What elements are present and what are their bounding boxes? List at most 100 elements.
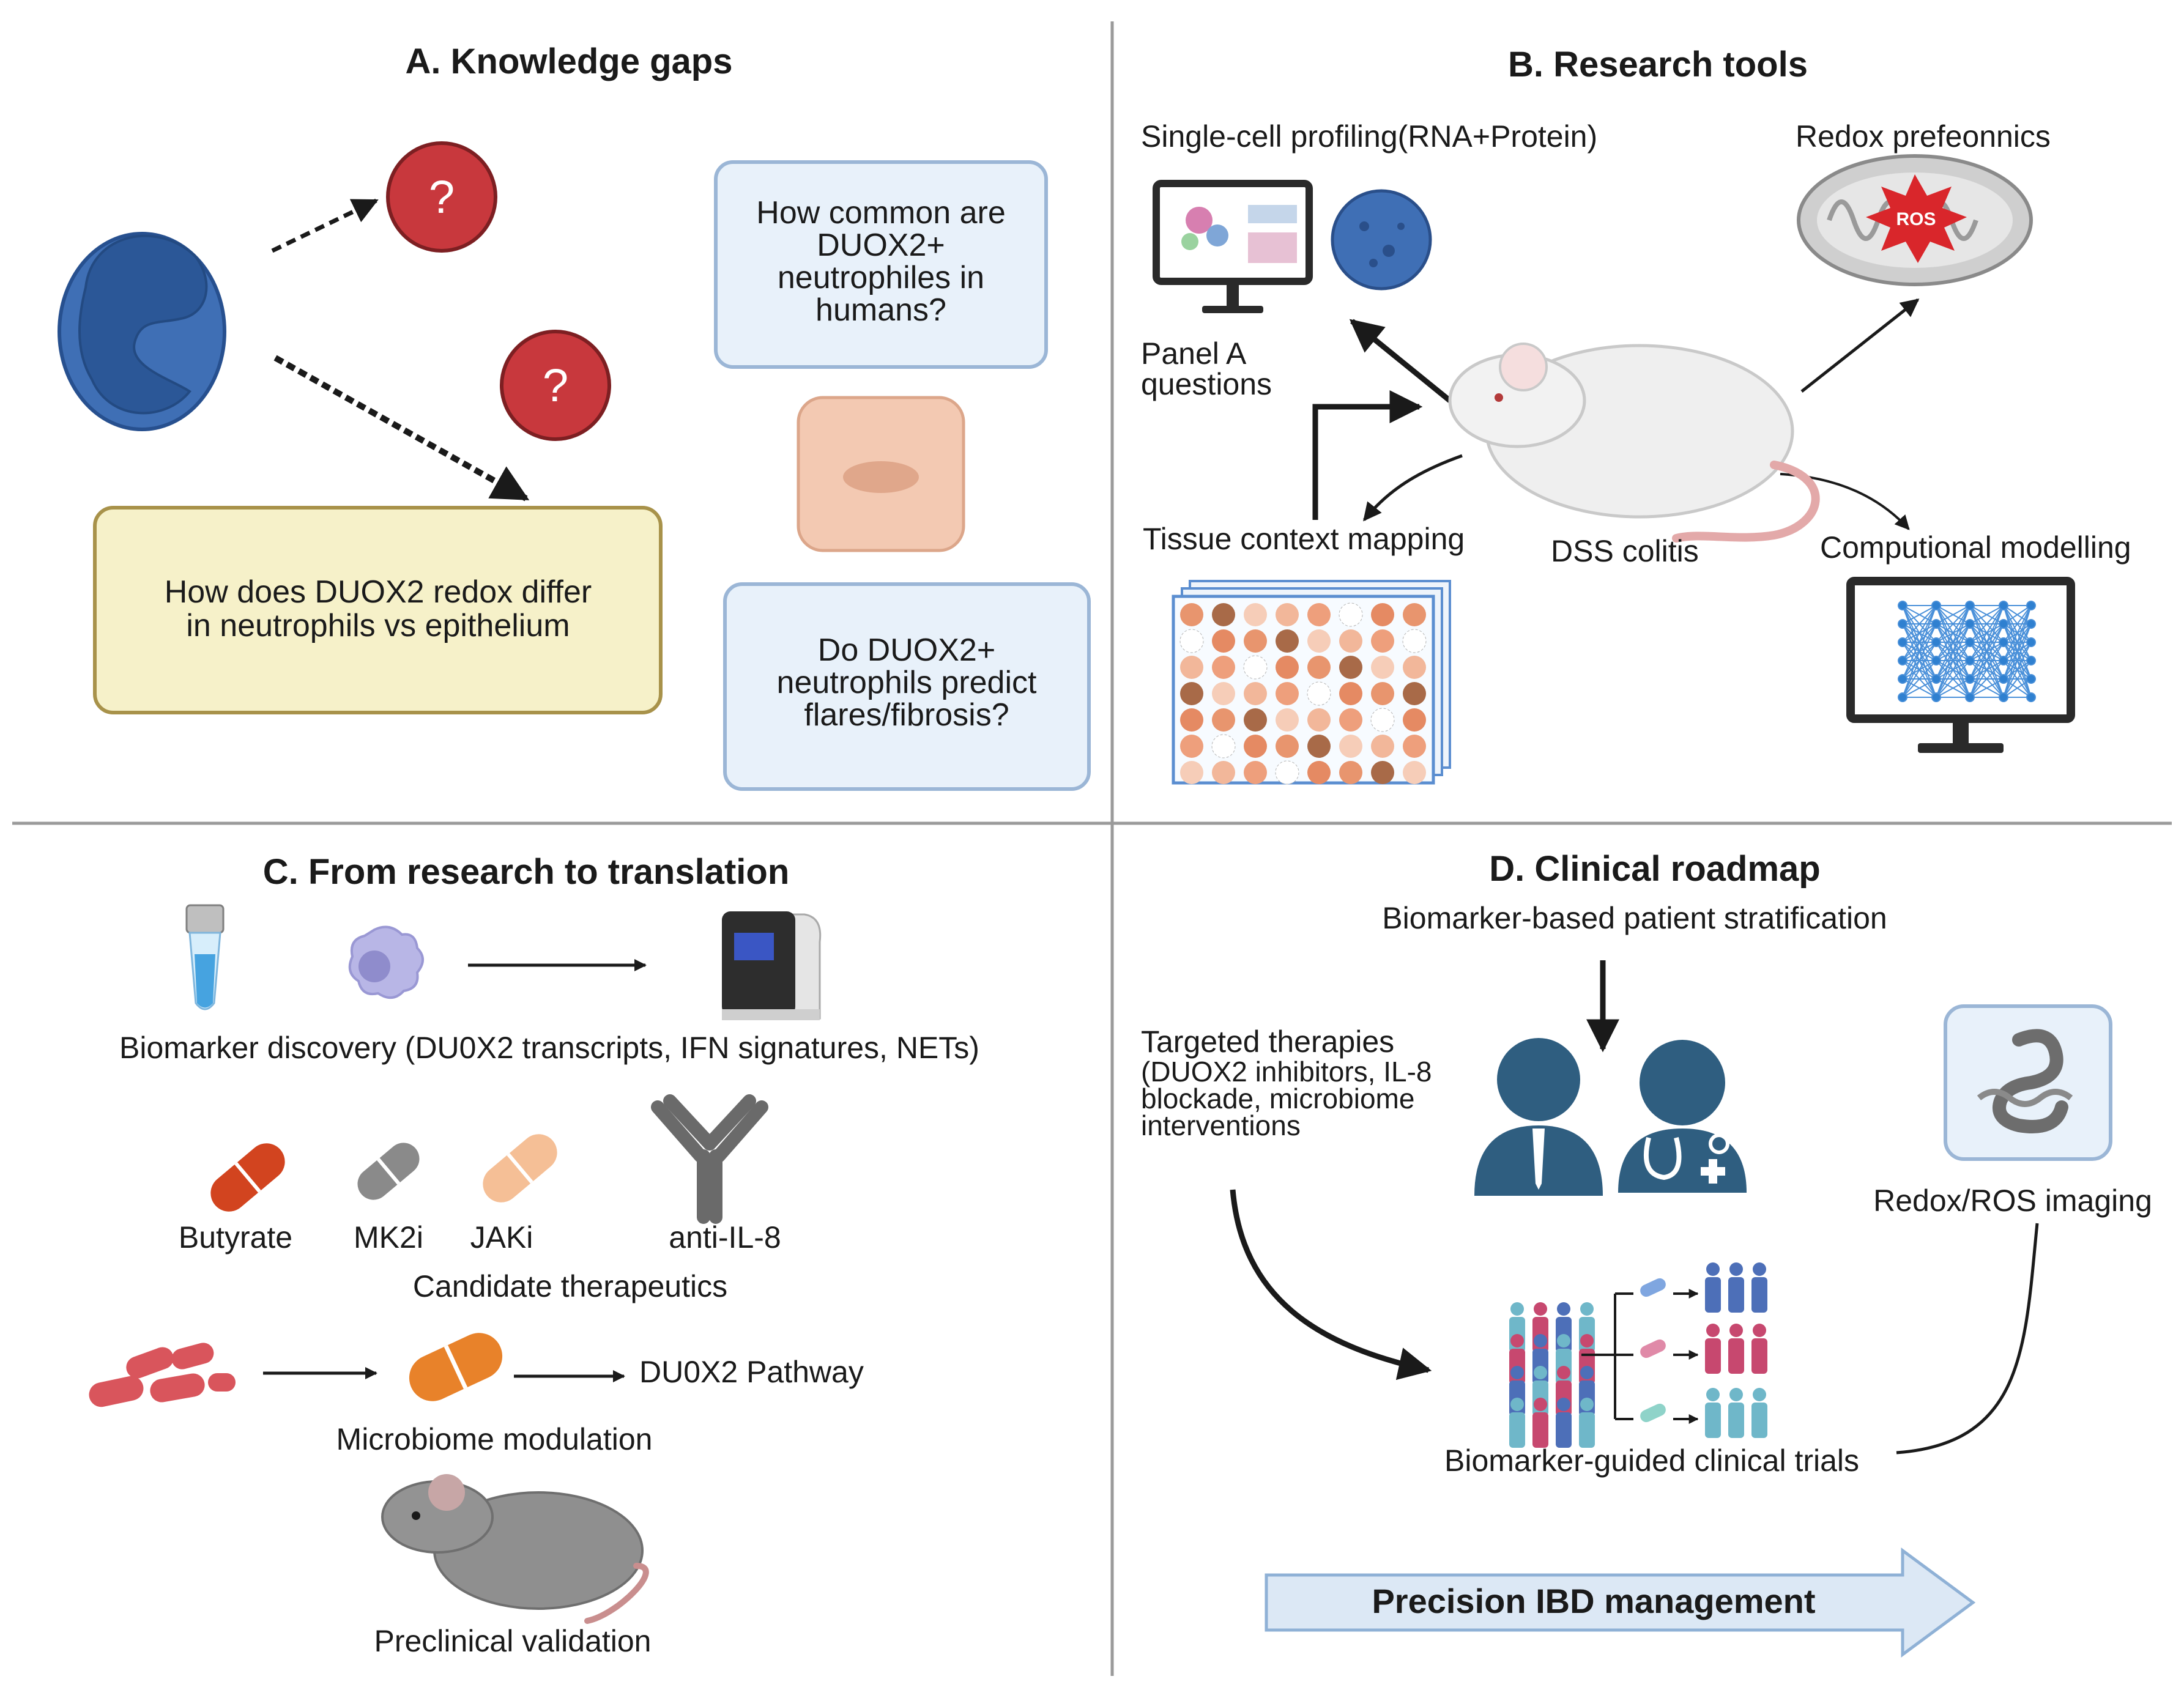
nn-node bbox=[1931, 619, 1941, 629]
nn-node bbox=[1898, 601, 1907, 610]
question-icon: ? bbox=[386, 141, 497, 253]
svg-text:How does DUOX2 redox differ: How does DUOX2 redox differ bbox=[165, 574, 592, 610]
well bbox=[1212, 603, 1235, 626]
well bbox=[1244, 682, 1267, 705]
well bbox=[1276, 603, 1299, 626]
nn-node bbox=[1898, 692, 1907, 702]
pill-icon bbox=[210, 1143, 285, 1212]
nn-edge bbox=[1969, 605, 2004, 624]
nn-edge bbox=[2003, 605, 2032, 698]
nn-node bbox=[1965, 692, 1975, 702]
svg-text:?: ? bbox=[543, 360, 568, 412]
well bbox=[1276, 656, 1299, 679]
nn-edge bbox=[1902, 605, 1937, 624]
svg-text:Do DUOX2+: Do DUOX2+ bbox=[818, 632, 995, 668]
well bbox=[1244, 735, 1267, 758]
arrow-to-tissue bbox=[1363, 454, 1463, 522]
drug-label-mk2i: MK2i bbox=[354, 1220, 423, 1255]
panel-c-title: C. From research to translation bbox=[263, 852, 790, 892]
nn-node bbox=[2026, 637, 2036, 647]
pill-icon bbox=[357, 1143, 420, 1200]
preclinical-label: Preclinical validation bbox=[374, 1624, 651, 1658]
well bbox=[1180, 708, 1203, 732]
curve-from-trials-to-imaging bbox=[1896, 1223, 2039, 1455]
well bbox=[1243, 655, 1268, 680]
cell-icon bbox=[1331, 189, 1432, 291]
well bbox=[1339, 682, 1362, 705]
svg-text:ROS: ROS bbox=[1896, 209, 1936, 229]
targeted-therapies-label: (DUOX2 inhibitors, IL-8 bbox=[1141, 1056, 1432, 1088]
nn-edge bbox=[1936, 642, 1970, 698]
person-icon bbox=[1579, 1398, 1595, 1448]
patient-icon bbox=[1474, 1038, 1603, 1196]
person-icon bbox=[1751, 1324, 1767, 1374]
well bbox=[1276, 708, 1299, 732]
person-icon bbox=[1705, 1388, 1721, 1438]
well bbox=[1212, 629, 1235, 653]
mouse-icon bbox=[381, 1474, 649, 1624]
nn-node bbox=[2026, 601, 2036, 610]
nn-edge bbox=[1936, 605, 1970, 624]
well bbox=[1403, 682, 1426, 705]
well bbox=[1402, 629, 1427, 653]
precision-arrow: Precision IBD management bbox=[1265, 1547, 1976, 1658]
person-icon bbox=[1751, 1388, 1767, 1438]
nn-node bbox=[1999, 692, 2008, 702]
person-icon bbox=[1728, 1262, 1744, 1313]
nn-edge bbox=[1969, 605, 2004, 661]
well bbox=[1180, 603, 1203, 626]
bacteria-icon bbox=[89, 1343, 236, 1407]
svg-text:neutrophils predict: neutrophils predict bbox=[777, 665, 1037, 700]
nn-edge bbox=[1902, 605, 1937, 643]
nn-edge bbox=[1902, 642, 1937, 698]
well bbox=[1180, 682, 1203, 705]
well bbox=[1180, 761, 1203, 784]
well bbox=[1371, 761, 1394, 784]
curve-arrow-to-trials bbox=[1230, 1189, 1432, 1381]
nn-node bbox=[1999, 637, 2008, 647]
pill-icon bbox=[483, 1134, 557, 1203]
pill-icon bbox=[1640, 1403, 1666, 1423]
nn-node bbox=[1965, 637, 1975, 647]
svg-text:?: ? bbox=[429, 171, 455, 223]
pill-icon bbox=[1640, 1339, 1666, 1358]
nn-node bbox=[1931, 692, 1941, 702]
neutrophil-icon bbox=[58, 232, 226, 431]
well bbox=[1244, 708, 1267, 732]
nn-node bbox=[1999, 619, 2008, 629]
person-icon bbox=[1509, 1398, 1525, 1448]
well bbox=[1276, 682, 1299, 705]
nn-node bbox=[2026, 656, 2036, 665]
sequencer-icon bbox=[722, 911, 822, 1020]
nn-node bbox=[1898, 674, 1907, 684]
knowledge-box-predict: Do DUOX2+ neutrophils predict flares/fib… bbox=[723, 582, 1091, 791]
nn-edge bbox=[1902, 605, 1937, 698]
nn-node bbox=[2026, 674, 2036, 684]
well bbox=[1371, 629, 1394, 653]
nn-edge bbox=[2003, 605, 2032, 624]
neural-network-icon bbox=[1846, 577, 2075, 753]
nn-edge bbox=[2003, 605, 2032, 680]
arrow-to-question-1 bbox=[271, 198, 379, 253]
svg-text:in neutrophils vs epithelium: in neutrophils vs epithelium bbox=[186, 608, 570, 643]
nn-node bbox=[1898, 619, 1907, 629]
nn-node bbox=[1931, 656, 1941, 665]
people-group-icon bbox=[1509, 1262, 1767, 1448]
arrow-to-box-main bbox=[273, 355, 530, 502]
well bbox=[1339, 708, 1362, 732]
panel-a-questions-label: Panel A bbox=[1141, 336, 1247, 371]
antibody-icon bbox=[651, 1094, 768, 1224]
arrow-to-redox bbox=[1800, 298, 1920, 393]
tube-icon bbox=[185, 904, 225, 1010]
well bbox=[1370, 708, 1395, 732]
person-icon bbox=[1705, 1324, 1721, 1374]
nn-node bbox=[2026, 692, 2036, 702]
question-icon: ? bbox=[500, 330, 611, 441]
single-cell-label: Single-cell profiling(RNA+Protein) bbox=[1141, 119, 1597, 154]
nn-edge bbox=[2003, 660, 2032, 698]
well bbox=[1307, 708, 1331, 732]
nn-edge bbox=[1902, 605, 1937, 661]
well bbox=[1307, 735, 1331, 758]
arrow-to-single-cell bbox=[1349, 319, 1452, 403]
person-icon bbox=[1751, 1262, 1767, 1313]
